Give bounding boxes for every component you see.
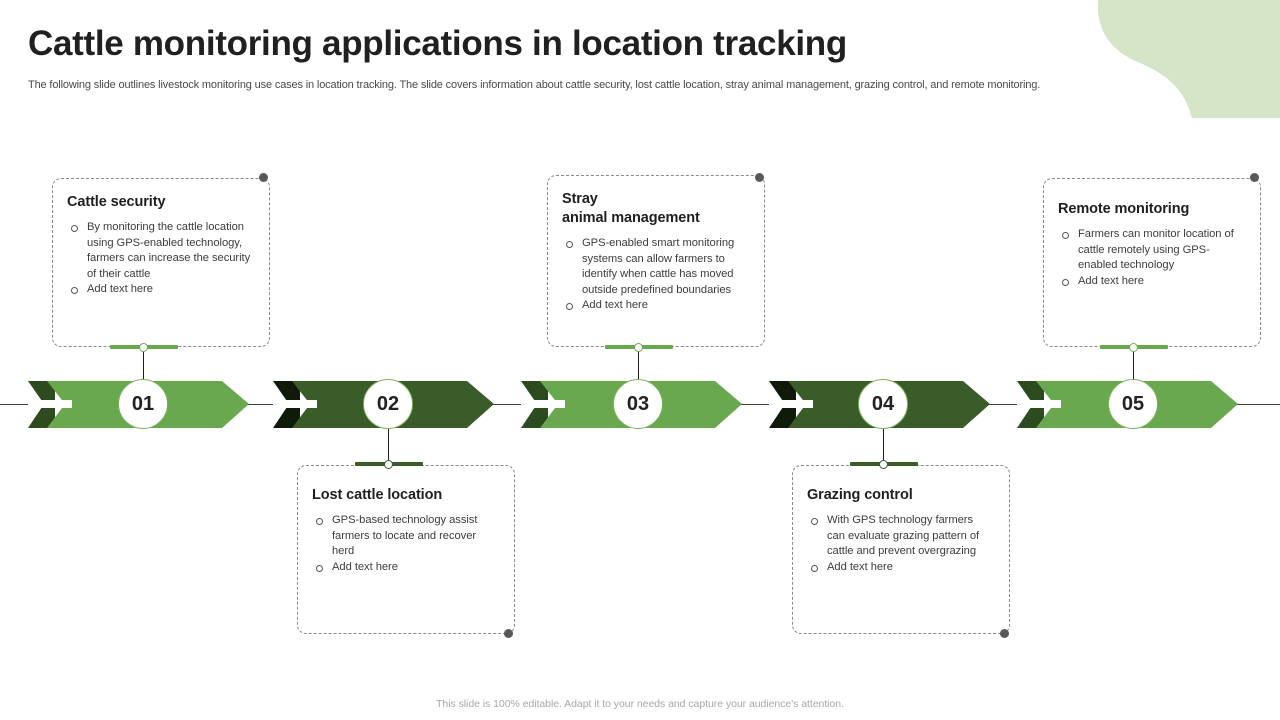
bullet-item: Add text here [1058,274,1244,290]
step-card-title-03: Stray animal management [562,191,700,226]
page-subtitle: The following slide outlines livestock m… [28,79,1041,91]
bullet-item: Farmers can monitor location of cattle r… [1058,227,1244,274]
bullet-item: By monitoring the cattle location using … [67,220,253,282]
step-node-05[interactable]: 05 [1108,379,1158,429]
card-accent-dot-04 [879,460,888,469]
bullet-item: Add text here [312,560,498,576]
bullet-item: Add text here [807,560,993,576]
bullet-item: Add text here [67,282,253,298]
card-corner-dot-04 [1000,629,1009,638]
step-card-02[interactable]: Lost cattle location GPS-based technolog… [297,465,515,634]
card-accent-dot-02 [384,460,393,469]
step-card-04[interactable]: Grazing control With GPS technology farm… [792,465,1010,634]
step-card-bullets-01: By monitoring the cattle location using … [67,220,253,298]
step-node-02[interactable]: 02 [363,379,413,429]
step-card-03[interactable]: Stray animal management GPS-enabled smar… [547,175,765,347]
page-title: Cattle monitoring applications in locati… [28,24,847,63]
card-accent-dot-01 [139,343,148,352]
slide-footer-note: This slide is 100% editable. Adapt it to… [436,698,844,710]
step-card-bullets-04: With GPS technology farmers can evaluate… [807,513,993,575]
connector-stem-01 [143,349,145,380]
connector-stem-04 [883,429,885,461]
step-card-title-05: Remote monitoring [1058,201,1190,217]
card-corner-dot-02 [504,629,513,638]
step-card-title-01: Cattle security [67,194,166,210]
bullet-item: GPS-enabled smart monitoring systems can… [562,236,748,298]
connector-stem-03 [638,349,640,380]
step-card-05[interactable]: Remote monitoring Farmers can monitor lo… [1043,178,1261,347]
bullet-item: Add text here [562,298,748,314]
step-node-04[interactable]: 04 [858,379,908,429]
card-corner-dot-03 [755,173,764,182]
bullet-item: GPS-based technology assist farmers to l… [312,513,498,560]
card-corner-dot-01 [259,173,268,182]
bullet-item: With GPS technology farmers can evaluate… [807,513,993,560]
card-accent-dot-03 [634,343,643,352]
card-corner-dot-05 [1250,173,1259,182]
step-card-01[interactable]: Cattle security By monitoring the cattle… [52,178,270,347]
step-card-bullets-03: GPS-enabled smart monitoring systems can… [562,236,748,314]
step-card-bullets-05: Farmers can monitor location of cattle r… [1058,227,1244,289]
step-card-title-02: Lost cattle location [312,487,443,503]
slide-header: Cattle monitoring applications in locati… [28,22,1218,93]
step-card-title-04: Grazing control [807,487,913,503]
step-node-01[interactable]: 01 [118,379,168,429]
connector-stem-02 [388,429,390,461]
step-card-bullets-02: GPS-based technology assist farmers to l… [312,513,498,575]
connector-stem-05 [1133,349,1135,380]
step-node-03[interactable]: 03 [613,379,663,429]
card-accent-dot-05 [1129,343,1138,352]
